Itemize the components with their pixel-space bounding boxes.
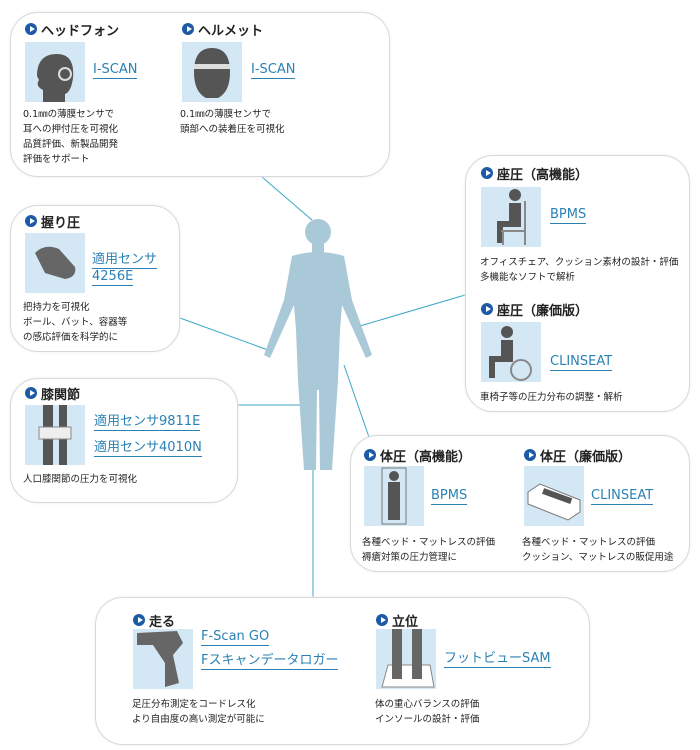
seat-high-desc: オフィスチェア、クッション素材の設計・評価多機能なソフトで解析 <box>480 257 679 283</box>
wheelchair-icon <box>481 322 541 382</box>
helmet-iscan-link[interactable]: I-SCAN <box>251 62 296 79</box>
stand-title: 立位 <box>392 614 419 630</box>
bed-top-view-icon <box>364 466 424 526</box>
play-bullet-icon <box>25 387 37 399</box>
seat-bpms-link[interactable]: BPMS <box>550 207 587 224</box>
headphones-section: ヘッドフォン <box>25 20 120 39</box>
headphones-desc: 0.1㎜の薄膜センサで耳への押付圧を可視化品質評価、新製品開発評価をサポート <box>23 109 119 165</box>
helmet-desc: 0.1㎜の薄膜センサで頭部への装着圧を可視化 <box>180 109 285 135</box>
headphones-title: ヘッドフォン <box>41 23 120 39</box>
chair-sitting-icon <box>481 187 541 247</box>
knee-sensor-4010n-link[interactable]: 適用センサ4010N <box>94 440 202 457</box>
knee-desc: 人口膝関節の圧力を可視化 <box>23 474 138 485</box>
running-legs-icon <box>133 629 193 689</box>
helmet-title: ヘルメット <box>198 23 264 39</box>
body-low-title: 体圧（廉価版） <box>540 449 632 465</box>
run-desc: 足圧分布測定をコードレス化より自由度の高い測定が可能に <box>132 699 265 725</box>
play-bullet-icon <box>524 449 536 461</box>
hand-icon <box>25 233 85 293</box>
bed-lying-icon <box>524 466 584 526</box>
headphones-icon <box>25 42 85 102</box>
seat-low-desc: 車椅子等の圧力分布の調整・解析 <box>480 392 623 403</box>
knee-joint-icon <box>25 405 85 465</box>
seat-low-title: 座圧（廉価版） <box>497 303 589 319</box>
play-bullet-icon <box>364 449 376 461</box>
run-title: 走る <box>149 614 176 630</box>
body-clinseat-link[interactable]: CLINSEAT <box>591 488 654 505</box>
seat-clinseat-link[interactable]: CLINSEAT <box>550 354 613 371</box>
body-low-desc: 各種ベッド・マットレスの評価クッション、マットレスの販促用途 <box>522 537 674 563</box>
fscan-go-link[interactable]: F-Scan GO <box>201 629 270 646</box>
play-bullet-icon <box>25 23 37 35</box>
play-bullet-icon <box>376 614 388 626</box>
footview-sam-link[interactable]: フットビューSAM <box>444 651 551 668</box>
knee-title: 膝関節 <box>41 387 81 403</box>
body-bpms-link[interactable]: BPMS <box>431 488 468 505</box>
headphones-iscan-link[interactable]: I-SCAN <box>93 62 138 79</box>
helmet-icon <box>182 42 242 102</box>
seat-high-title: 座圧（高機能） <box>497 167 589 183</box>
knee-sensor-9811e-link[interactable]: 適用センサ9811E <box>94 414 201 431</box>
play-bullet-icon <box>481 303 493 315</box>
body-high-title: 体圧（高機能） <box>380 449 472 465</box>
grip-desc: 把持力を可視化ボール、バット、容器等の感応評価を科学的に <box>23 302 128 343</box>
play-bullet-icon <box>481 167 493 179</box>
play-bullet-icon <box>182 23 194 35</box>
grip-title: 握り圧 <box>41 215 81 231</box>
stand-desc: 体の重心バランスの評価インソールの設計・評価 <box>375 699 480 725</box>
play-bullet-icon <box>133 614 145 626</box>
body-high-desc: 各種ベッド・マットレスの評価褥瘡対策の圧力管理に <box>362 537 496 563</box>
human-figure <box>264 219 372 470</box>
standing-feet-icon <box>376 629 436 689</box>
fscan-datalogger-link[interactable]: Fスキャンデータロガー <box>201 653 339 670</box>
play-bullet-icon <box>25 215 37 227</box>
helmet-section: ヘルメット <box>182 20 264 39</box>
